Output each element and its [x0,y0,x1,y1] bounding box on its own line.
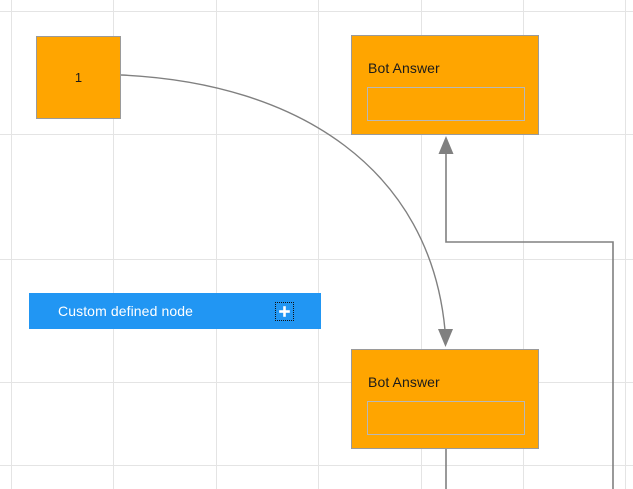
flow-node-bot-answer-top[interactable]: Bot Answer [351,35,539,135]
custom-node-label: Custom defined node [58,303,193,319]
plus-icon[interactable] [275,301,294,321]
edge-loop-to-bot-top[interactable] [438,136,614,489]
node-title: Bot Answer [368,374,440,390]
edge-start-to-bot-bottom[interactable] [120,74,453,347]
node-answer-slot[interactable] [367,87,525,121]
node-answer-slot[interactable] [367,401,525,435]
node-title: Bot Answer [368,60,440,76]
flow-node-bot-answer-bottom[interactable]: Bot Answer [351,349,539,449]
node-index-label: 1 [74,70,83,85]
flow-node-custom-defined[interactable]: Custom defined node [29,293,321,329]
flow-node-start[interactable]: 1 [36,36,121,119]
